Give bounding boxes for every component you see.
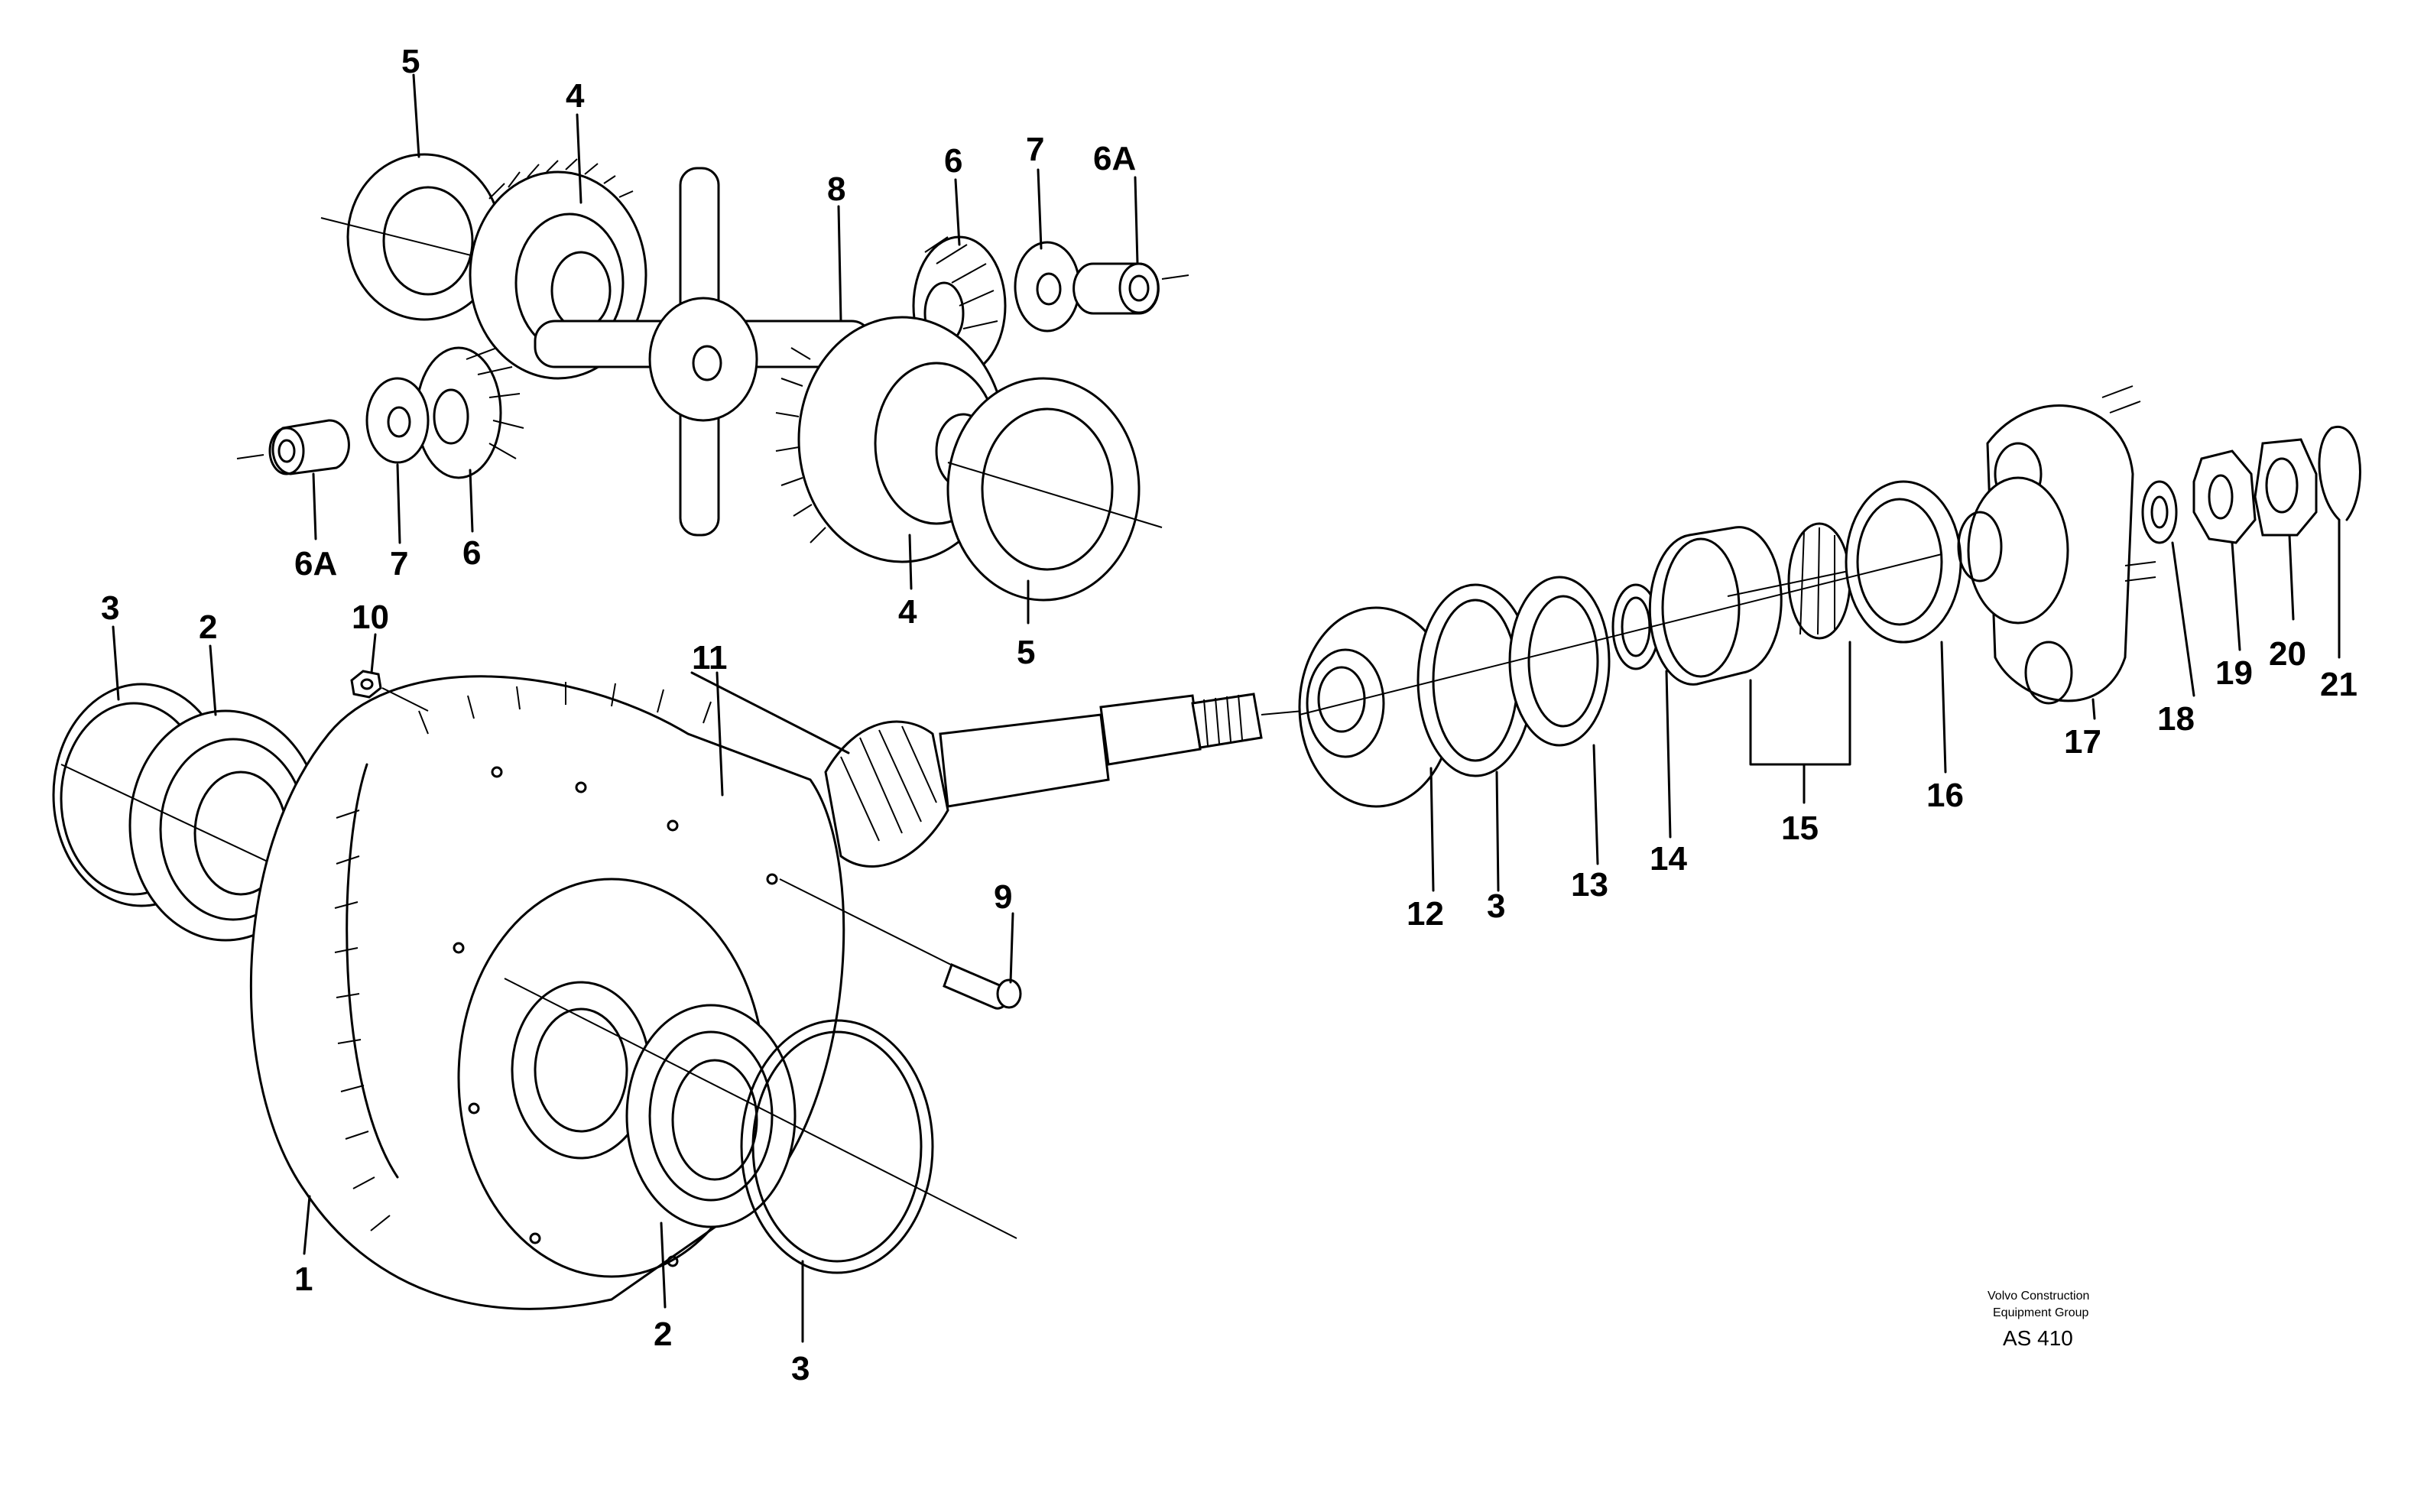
callout-12: 12 [1407,895,1444,933]
part-10-nut [350,670,429,712]
callout-11: 11 [692,639,728,677]
part-6A-bushing-top [1072,262,1189,315]
part-13-spacer-ring [1508,576,1611,747]
publisher-credit: Volvo Construction Equipment Group AS 41… [1988,1290,2089,1350]
callout-10: 10 [352,599,389,636]
callout-3-bottom: 3 [791,1350,810,1387]
part-20-nut [2254,438,2318,537]
callout-4-top: 4 [566,77,585,115]
part-18-washer [2141,480,2178,544]
callout-9: 9 [994,878,1012,916]
callout-7-bottom: 7 [390,545,408,582]
part-15-taper-bearing [1648,522,1912,686]
callout-6A-bottom: 6A [294,545,337,582]
part-7-washer-top [1014,241,1081,333]
illustration-code: AS 410 [2003,1326,2073,1350]
callout-1: 1 [294,1261,313,1298]
part-17-companion-flange [1957,385,2156,705]
callout-6-bottom: 6 [462,534,481,572]
callout-17: 17 [2064,723,2101,761]
callout-2-left: 2 [199,608,217,646]
part-3-bearing-cup-mid [1416,583,1534,777]
callout-8: 8 [827,170,845,208]
callout-5-top: 5 [401,43,420,80]
part-5-thrust-washer-bottom [946,377,1163,602]
credit-line-1: Volvo Construction [1988,1290,2089,1303]
part-1-differential-carrier [249,675,845,1310]
differential-assembly [236,153,1189,602]
callout-19: 19 [2215,654,2253,692]
callout-labels: 5 4 8 6 7 6A 6A 7 6 4 5 3 2 10 11 9 1 2 … [101,43,2357,1387]
callout-15: 15 [1781,810,1819,847]
part-8-spider-cross [534,167,873,537]
callout-5-bottom: 5 [1017,634,1035,671]
callout-13: 13 [1571,866,1608,904]
callout-16: 16 [1926,777,1964,814]
callout-2-bottom: 2 [654,1316,672,1353]
callout-6-top: 6 [944,142,962,180]
callout-20: 20 [2269,635,2306,673]
callout-18: 18 [2157,700,2195,738]
leader-lines [112,73,2341,1343]
part-11-pinion-shaft [824,693,1346,868]
part-19-lock-washer [2192,449,2257,544]
part-7-washer-bottom [365,377,430,464]
part-6-pinion-gear-bottom [415,346,524,479]
part-21-circlip [2318,425,2361,521]
callout-4-bottom: 4 [898,593,917,631]
callout-21: 21 [2320,666,2357,703]
part-16-bearing-cup [1845,480,1962,644]
credit-line-2: Equipment Group [1993,1306,2089,1319]
callout-3-left: 3 [101,589,119,627]
callout-7-top: 7 [1026,131,1044,168]
part-3-bearing-cup-bottom [504,978,1017,1274]
crown-wheel-assembly [52,670,1022,1310]
callout-3-mid: 3 [1487,887,1505,925]
part-6A-bushing-bottom [236,419,350,475]
pinion-bearing-stack [1298,385,2361,808]
callout-6A-top: 6A [1093,140,1136,177]
callout-14: 14 [1650,840,1687,878]
part-9-bolt [779,878,1022,1010]
part-2-bearing-bottom [625,1004,797,1228]
